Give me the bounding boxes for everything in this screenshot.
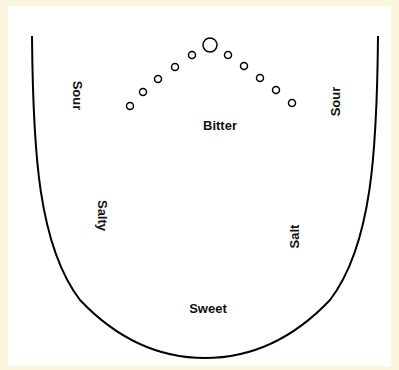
papilla: [203, 38, 217, 52]
papilla: [189, 52, 196, 59]
papilla: [140, 89, 147, 96]
papilla: [289, 100, 296, 107]
papilla: [155, 76, 162, 83]
papilla: [172, 64, 179, 71]
papilla: [241, 63, 248, 70]
papilla: [225, 52, 232, 59]
taste-label: Bitter: [203, 119, 237, 132]
tongue-outline: [32, 36, 378, 358]
taste-label: Sweet: [189, 302, 227, 315]
papilla: [257, 75, 264, 82]
rotated-taste-label: Salty: [96, 199, 109, 230]
rotated-taste-label: Sour: [330, 86, 343, 116]
papilla: [127, 103, 134, 110]
panel: [8, 6, 391, 366]
rotated-taste-label: Sour: [72, 80, 85, 110]
papillae: [127, 38, 296, 110]
rotated-taste-label: Salt: [289, 224, 302, 248]
papilla: [273, 87, 280, 94]
